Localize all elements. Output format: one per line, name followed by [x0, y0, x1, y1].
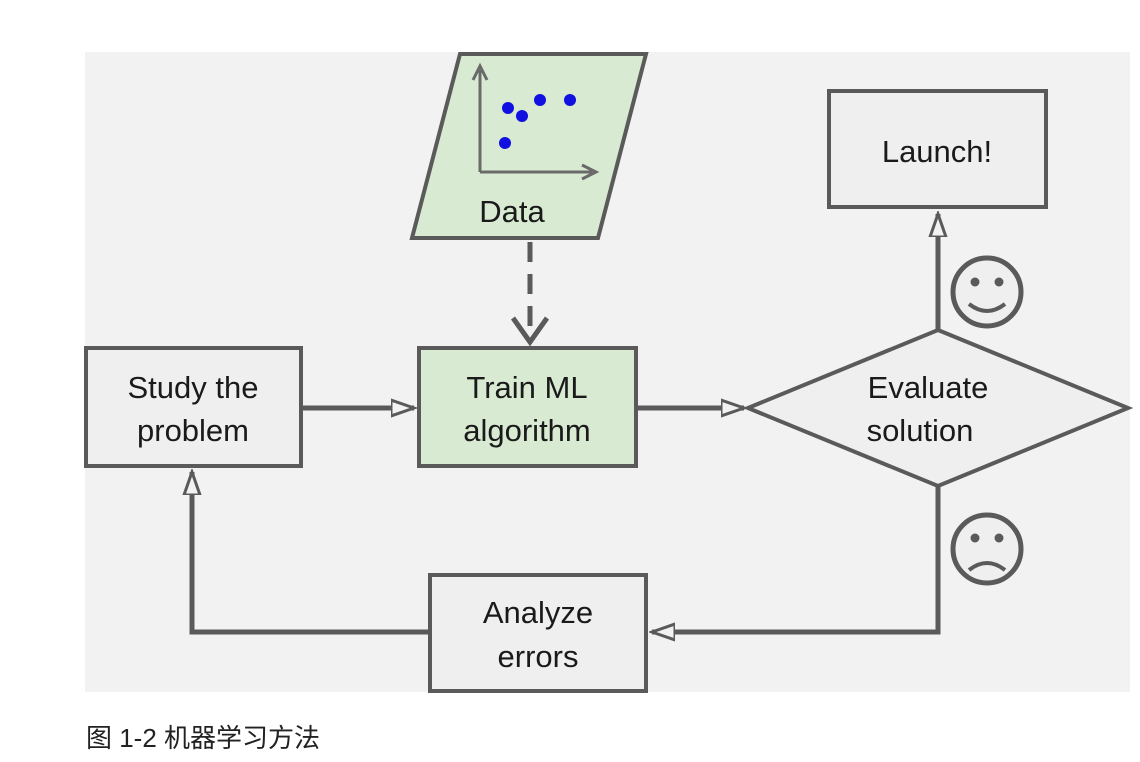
- edge-analyze-to-study: [192, 472, 430, 635]
- node-evaluate: Evaluate solution: [742, 327, 1134, 489]
- study-box: [84, 346, 303, 468]
- launch-label: Launch!: [882, 134, 992, 169]
- node-launch: Launch!: [827, 89, 1048, 209]
- smiley-sad-icon: [950, 512, 1024, 586]
- edge-data-to-train-arrowhead: [510, 316, 550, 347]
- node-data: Data: [409, 52, 649, 240]
- analyze-box: [428, 573, 648, 693]
- launch-box: [827, 89, 1048, 209]
- data-label: Data: [479, 194, 545, 229]
- analyze-label-line-1: Analyze: [483, 595, 593, 630]
- data-y-axis-arrow: [471, 62, 489, 81]
- node-analyze: Analyze errors: [428, 573, 648, 693]
- train-label-line-2: algorithm: [463, 413, 591, 448]
- train-box: [417, 346, 638, 468]
- analyze-label-line-2: errors: [498, 639, 579, 674]
- figure-caption: 图 1-2 机器学习方法: [86, 723, 321, 753]
- data-point: [516, 110, 528, 122]
- data-parallelogram: [409, 52, 649, 240]
- train-label-line-1: Train ML: [466, 370, 587, 405]
- ml-workflow-diagram: Data Study the problem Train ML algorith…: [84, 52, 1134, 693]
- evaluate-diamond: [742, 327, 1134, 489]
- study-label-line-2: problem: [137, 413, 249, 448]
- evaluate-label-line-1: Evaluate: [868, 370, 989, 405]
- evaluate-label-line-2: solution: [867, 413, 974, 448]
- node-train: Train ML algorithm: [417, 346, 638, 468]
- data-x-axis-arrow: [581, 163, 600, 181]
- study-label-line-1: Study the: [128, 370, 259, 405]
- data-point: [502, 102, 514, 114]
- node-study: Study the problem: [84, 346, 303, 468]
- data-point: [564, 94, 576, 106]
- edge-evaluate-to-analyze: [652, 486, 941, 632]
- smiley-happy-icon: [950, 255, 1024, 329]
- data-point: [534, 94, 546, 106]
- data-point: [499, 137, 511, 149]
